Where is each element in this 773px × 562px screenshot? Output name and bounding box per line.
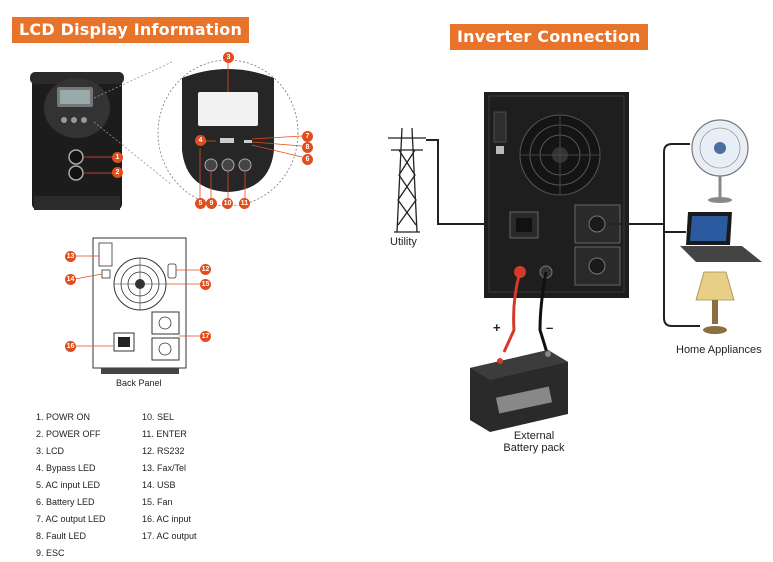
legend-item: 16. AC input <box>142 514 192 524</box>
battery-pack <box>470 350 568 432</box>
legend-item: 12. RS232 <box>142 446 185 456</box>
callout-12: 12 <box>200 264 211 275</box>
callout-13: 13 <box>65 251 76 262</box>
callout-2: 2 <box>112 167 123 178</box>
callout-4: 4 <box>195 135 206 146</box>
legend-item: 4. Bypass LED <box>36 463 96 473</box>
ups-front-view <box>30 72 124 210</box>
lcd-display-header: LCD Display Information <box>12 17 250 43</box>
laptop-appliance <box>680 212 762 262</box>
back-panel-label: Back Panel <box>116 378 162 388</box>
callout-9: 9 <box>206 198 217 209</box>
callout-15: 15 <box>200 279 211 290</box>
legend-item: 13. Fax/Tel <box>142 463 187 473</box>
legend-item: 17. AC output <box>142 531 197 541</box>
legend-item: 1. POWR ON <box>36 412 91 422</box>
legend-item: 8. Fault LED <box>36 531 87 541</box>
legend-item: 11. ENTER <box>142 429 187 439</box>
battery-positive-cable <box>502 271 522 353</box>
legend-item: 15. Fan <box>142 497 173 507</box>
callout-14: 14 <box>65 274 76 285</box>
legend-item: 5. AC input LED <box>36 480 101 490</box>
utility-cable <box>426 139 489 225</box>
callout-1: 1 <box>112 152 123 163</box>
battery-label-line2: Battery pack <box>503 442 565 454</box>
legend-item: 2. POWER OFF <box>36 429 101 439</box>
callout-3: 3 <box>223 52 234 63</box>
legend-item: 6. Battery LED <box>36 497 95 507</box>
battery-label-line1: External <box>513 430 555 442</box>
lcd-screen <box>198 92 258 126</box>
utility-label: Utility <box>390 236 417 248</box>
legend-item: 14. USB <box>142 480 176 490</box>
callout-8: 8 <box>302 142 313 153</box>
inverter-connection-header: Inverter Connection <box>450 24 648 50</box>
battery-negative-cable <box>538 271 550 357</box>
inverter-unit <box>484 92 629 298</box>
legend-list-1: 1. POWR ON 2. POWER OFF 3. LCD 4. Bypass… <box>36 409 106 562</box>
callout-17: 17 <box>200 331 211 342</box>
callout-10: 10 <box>222 198 233 209</box>
callout-5: 5 <box>195 198 206 209</box>
callout-7: 7 <box>302 131 313 142</box>
legend-item: 9. ESC <box>36 548 65 558</box>
callout-6: 6 <box>302 154 313 165</box>
fan-appliance <box>691 119 749 203</box>
utility-tower <box>388 127 426 233</box>
battery-label: External <box>498 430 570 443</box>
back-panel-view <box>92 237 187 374</box>
callout-16: 16 <box>65 341 76 352</box>
legend-item: 3. LCD <box>36 446 65 456</box>
home-appliances-label: Home Appliances <box>676 344 762 356</box>
plus-sign: + <box>493 320 501 335</box>
legend-list-2: 10. SEL 11. ENTER 12. RS232 13. Fax/Tel … <box>142 409 197 545</box>
minus-sign: – <box>546 320 554 335</box>
callout-11: 11 <box>239 198 250 209</box>
legend-item: 7. AC output LED <box>36 514 106 524</box>
lamp-appliance <box>695 271 735 334</box>
legend-item: 10. SEL <box>142 412 175 422</box>
